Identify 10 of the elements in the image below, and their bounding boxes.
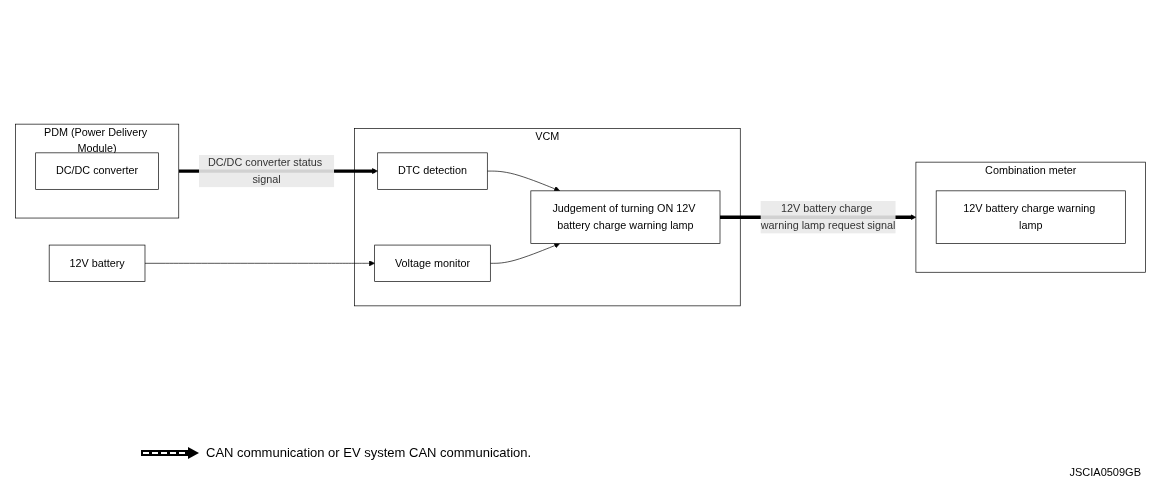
- legend-text: CAN communication or EV system CAN communication.: [206, 445, 532, 460]
- node-box: Voltage monitor: [374, 244, 491, 282]
- node-box: Judgement of turning ON 12V battery charge warning lamp: [530, 190, 721, 244]
- figure-code: JSCIA0509GB: [1069, 466, 1141, 478]
- edge-label: DC/DC converter status signal: [208, 156, 323, 185]
- node-box: DC/DC converter: [35, 152, 159, 190]
- node-box: 12V battery: [48, 244, 146, 282]
- node-box: DTC detection: [377, 152, 488, 190]
- edge-label: 12V battery charge warning lamp request signal: [760, 203, 896, 231]
- node-box: 12V battery charge warning lamp: [935, 190, 1126, 244]
